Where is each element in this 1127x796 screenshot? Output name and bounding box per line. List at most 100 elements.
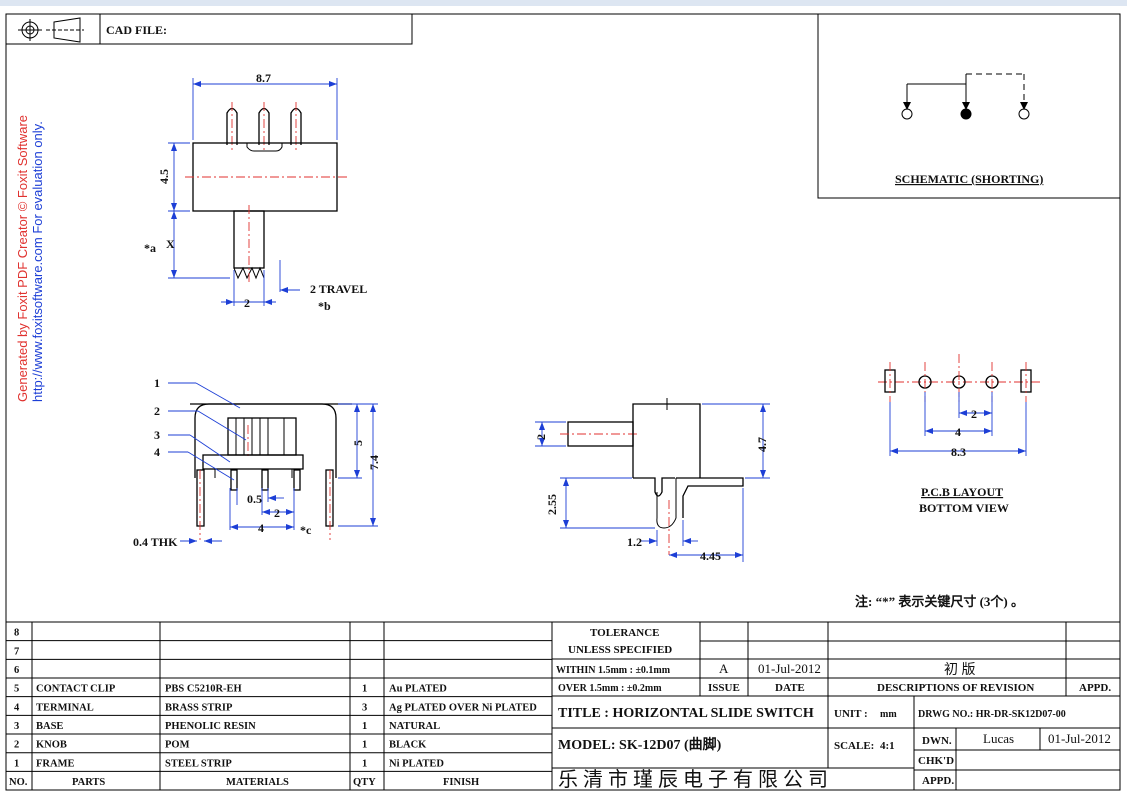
bom-part: KNOB <box>36 740 67 751</box>
drawing-number: DRWG NO.: HR-DR-SK12D07-00 <box>918 709 1066 720</box>
bom-finish: BLACK <box>389 740 427 751</box>
bom-part: BASE <box>36 721 63 732</box>
table-row: 8 <box>14 628 19 639</box>
model-label: MODEL: SK-12D07 (曲脚) <box>558 736 722 753</box>
bom-finish: Ag PLATED OVER Ni PLATED <box>389 702 537 713</box>
bom-finish: Au PLATED <box>389 684 447 695</box>
tolerance-unless: UNLESS SPECIFIED <box>568 644 672 656</box>
top-dim-8-7: 8.7 <box>256 71 271 85</box>
side-dim-4-7: 4.7 <box>755 437 769 452</box>
table-row: 2 KNOB POM 1 BLACK <box>14 740 427 751</box>
bom-material: MATERIALS <box>226 777 289 788</box>
bom-finish: Ni PLATED <box>389 758 444 769</box>
top-dim-4-5: 4.5 <box>157 169 171 184</box>
bom-qty: 1 <box>362 758 367 769</box>
descriptions-label: DESCRIPTIONS OF REVISION <box>877 682 1034 694</box>
viewer-top-bar <box>0 0 1127 6</box>
bom-header-row: NO. PARTS MATERIALS QTY FINISH <box>9 777 479 788</box>
schematic-panel: SCHEMATIC (SHORTING) <box>817 13 1121 199</box>
front-dim-2: 2 <box>274 506 280 520</box>
bom-part: PARTS <box>72 777 105 788</box>
pcb-dim-8-3: 8.3 <box>951 445 966 459</box>
side-dim-1-2: 1.2 <box>627 535 642 549</box>
bom-no: 3 <box>14 721 19 732</box>
side-dim-2-55: 2.55 <box>545 494 559 515</box>
front-dim-7-4: 7.4 <box>367 455 381 470</box>
issue-value: A <box>719 661 729 676</box>
bom-no: 2 <box>14 740 19 751</box>
callout-3: 3 <box>154 428 160 442</box>
key-dimension-note: 注: “*” 表示关键尺寸 (3个) 。 <box>855 594 1024 609</box>
dwn-label: DWN. <box>922 735 952 747</box>
chkd-label: CHK'D <box>918 755 954 767</box>
front-dim-5: 5 <box>351 440 365 446</box>
company-name: 乐 清 市 瑾 辰 电 子 有 限 公 司 <box>558 768 828 791</box>
bom-no: 1 <box>14 758 19 769</box>
bom-material: PBS C5210R-EH <box>165 684 242 695</box>
bom-qty: 1 <box>362 740 367 751</box>
callout-2: 2 <box>154 404 160 418</box>
table-row: 3 BASE PHENOLIC RESIN 1 NATURAL <box>14 721 440 732</box>
thk-label: 0.4 THK <box>133 535 178 549</box>
cad-file-label: CAD FILE: <box>106 23 167 37</box>
travel-label: 2 TRAVEL <box>310 282 367 296</box>
bom-no: 5 <box>14 684 19 695</box>
unit-value: mm <box>880 709 897 720</box>
table-row: 7 <box>14 646 19 657</box>
bom-qty: 1 <box>362 721 367 732</box>
third-angle-projection-icon <box>18 17 84 43</box>
callout-4: 4 <box>154 445 160 459</box>
front-dim-4: 4 <box>258 521 264 535</box>
tolerance-over: OVER 1.5mm : ±0.2mm <box>558 683 662 694</box>
bom-material: POM <box>165 740 190 751</box>
bom-part: TERMINAL <box>36 702 94 713</box>
table-row: 5 CONTACT CLIP PBS C5210R-EH 1 Au PLATED <box>14 684 447 695</box>
top-dim-x: X <box>166 237 175 251</box>
watermark-line1: Generated by Foxit PDF Creator © Foxit S… <box>15 115 30 402</box>
bom-finish: NATURAL <box>389 721 440 732</box>
bom-material: PHENOLIC RESIN <box>165 721 256 732</box>
side-dim-4-45: 4.45 <box>700 549 721 563</box>
tolerance-within: WITHIN 1.5mm : ±0.1mm <box>556 665 671 676</box>
top-view: 8.7 4.5 X *a 2 2 TRAVEL *b <box>144 71 367 313</box>
note-c: *c <box>300 523 312 537</box>
title-block: TOLERANCE UNLESS SPECIFIED WITHIN 1.5mm … <box>551 621 1121 791</box>
appd2-label: APPD. <box>922 775 954 787</box>
side-dim-2: 2 <box>534 434 548 440</box>
revision-value: 初 版 <box>944 661 976 678</box>
side-view: 2 4.7 2.55 1.2 4.45 <box>534 398 770 563</box>
pcb-subtitle: BOTTOM VIEW <box>919 501 1009 515</box>
pcb-dim-2: 2 <box>971 407 977 421</box>
bom-no: NO. <box>9 777 28 788</box>
top-dim-knob-2: 2 <box>244 296 250 310</box>
watermark: Generated by Foxit PDF Creator © Foxit S… <box>15 115 45 402</box>
bom-material: BRASS STRIP <box>165 702 233 713</box>
issue-label: ISSUE <box>708 682 740 694</box>
date-label: DATE <box>775 682 805 694</box>
header-box: CAD FILE: <box>5 13 413 45</box>
bom-no: 8 <box>14 628 19 639</box>
bom-material: STEEL STRIP <box>165 758 232 769</box>
drawing-title: TITLE : HORIZONTAL SLIDE SWITCH <box>558 706 814 721</box>
scale-value: 4:1 <box>880 740 895 752</box>
bom-qty: 3 <box>362 702 367 713</box>
front-dim-0-5: 0.5 <box>247 492 262 506</box>
bom-no: 7 <box>14 646 19 657</box>
scale-label: SCALE: <box>834 740 874 752</box>
schematic-title: SCHEMATIC (SHORTING) <box>895 172 1043 186</box>
note-a: *a <box>144 241 156 255</box>
dwn-value: Lucas <box>983 731 1014 746</box>
tolerance-label: TOLERANCE <box>590 627 659 639</box>
note-b: *b <box>318 299 331 313</box>
pcb-dim-4: 4 <box>955 425 961 439</box>
bom-finish: FINISH <box>443 777 479 788</box>
pcb-title: P.C.B LAYOUT <box>921 485 1003 499</box>
bom-part: CONTACT CLIP <box>36 684 116 695</box>
bom-no: 6 <box>14 665 19 676</box>
callout-1: 1 <box>154 376 160 390</box>
bom-qty: 1 <box>362 684 367 695</box>
bom-qty: QTY <box>353 777 376 788</box>
